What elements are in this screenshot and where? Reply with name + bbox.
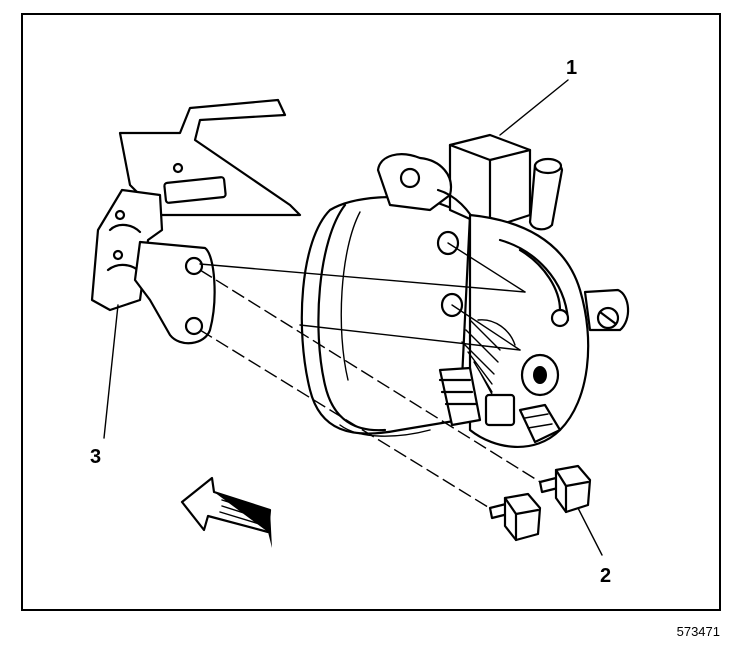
alignment-lines: [199, 242, 546, 513]
figure-id-number: 573471: [677, 624, 720, 639]
front-direction-arrow: [180, 476, 272, 548]
callout-1-label: 1: [566, 57, 577, 79]
figure-frame: [21, 13, 721, 611]
mounting-bracket: [90, 98, 302, 345]
leader-line-2: [577, 507, 603, 556]
throttle-body: [300, 133, 630, 449]
leader-line-3: [103, 304, 119, 439]
bolt-lower: [488, 492, 542, 542]
callout-2-label: 2: [600, 565, 611, 587]
bolt-upper: [538, 464, 592, 514]
leader-line-1: [499, 79, 569, 136]
callout-3-label: 3: [90, 446, 101, 468]
